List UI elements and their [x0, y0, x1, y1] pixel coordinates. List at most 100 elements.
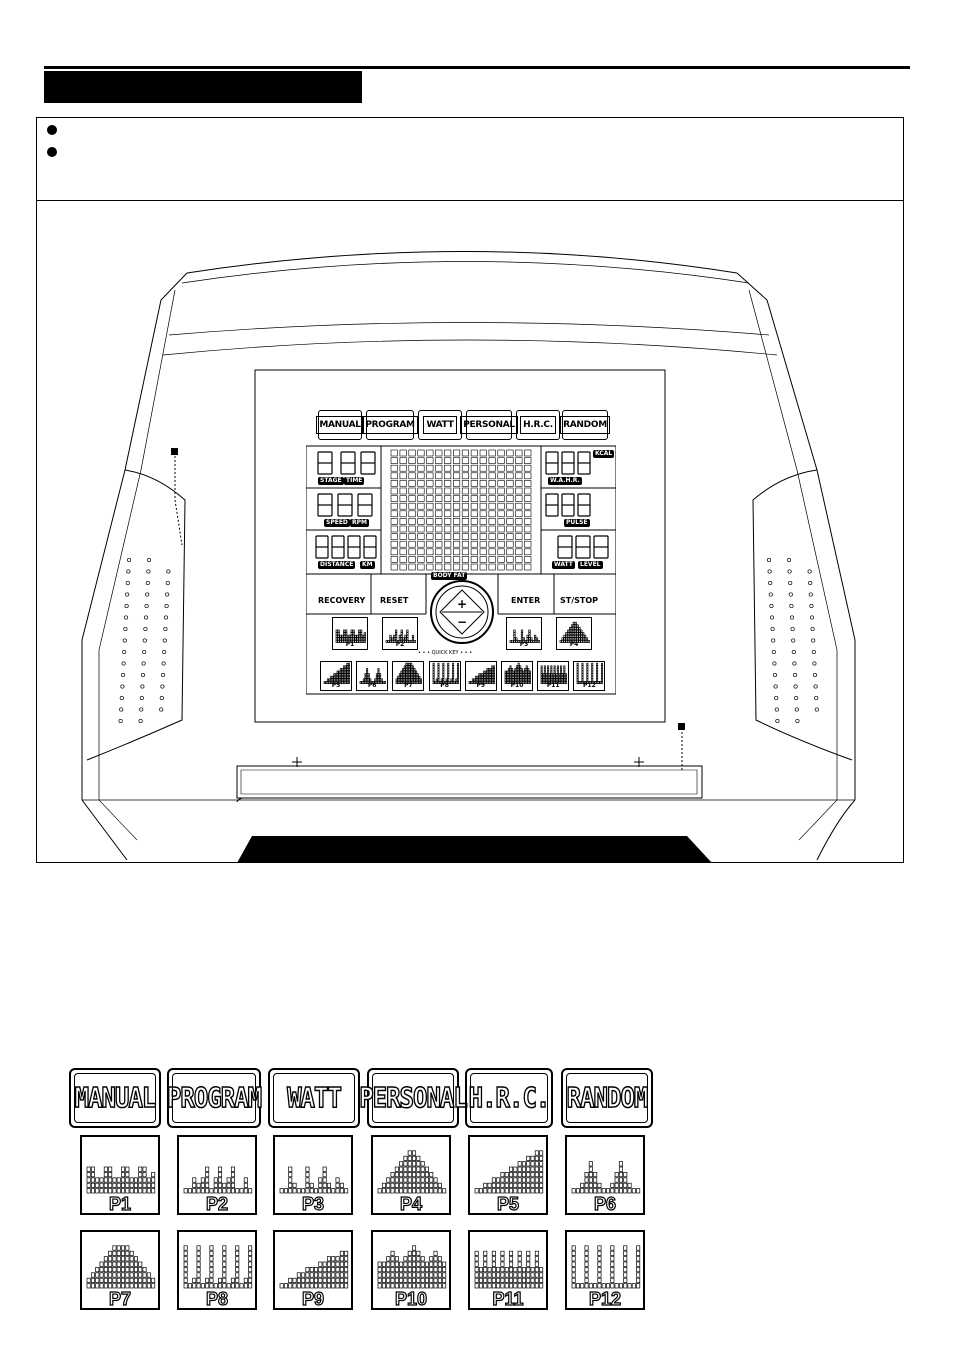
bullet-icon [47, 147, 57, 157]
program-key-label: P6 [367, 682, 377, 689]
program-tile-label: P7 [108, 1288, 132, 1309]
program-key-label: P11 [546, 682, 560, 689]
program-profile [335, 629, 366, 643]
program-tile-label: P8 [205, 1288, 229, 1309]
program-key-p3[interactable]: P3 [506, 617, 542, 650]
console-housing-drawing [81, 251, 856, 862]
section-title-bar [44, 71, 362, 103]
legend-personal: PERSONAL [359, 1068, 468, 1128]
rpm-label: RPM [350, 519, 369, 527]
program-profile-bars [86, 1245, 156, 1289]
program-tile-label: P10 [394, 1288, 428, 1309]
legend-random: RANDOM [561, 1068, 653, 1128]
program-key-p8[interactable]: P8 [428, 661, 461, 691]
program-key-p12[interactable]: P12 [573, 661, 606, 691]
program-tile-label: P12 [588, 1288, 622, 1309]
program-key-p6[interactable]: P6 [356, 661, 389, 691]
program-key-p5[interactable]: P5 [320, 661, 352, 691]
program-profile-bars [474, 1150, 544, 1194]
program-profile-bars [86, 1166, 156, 1194]
program-profile [323, 662, 350, 684]
program-tile-label: P4 [399, 1193, 423, 1214]
program-key-p11[interactable]: P11 [537, 661, 570, 691]
pulse-label: PULSE [564, 519, 590, 527]
program-profile-p4: P4 [371, 1135, 451, 1215]
program-profile [468, 665, 495, 684]
program-key-p2[interactable]: P2 [382, 617, 418, 650]
program-profile [396, 662, 423, 684]
program-profile [559, 621, 590, 643]
program-tile-label: P11 [492, 1288, 524, 1309]
kcal-label: KCAL [593, 450, 615, 458]
mode-key-hrc[interactable]: H.R.C. [516, 410, 560, 440]
recovery-key[interactable]: RECOVERY [318, 596, 366, 605]
program-key-label: P3 [519, 641, 529, 648]
legend-hrc: H.R.C. [465, 1068, 553, 1128]
program-profile-bars [377, 1150, 447, 1194]
header-rule [44, 66, 910, 69]
start-stop-key[interactable]: ST/STOP [560, 596, 599, 605]
wahr-label: W.A.H.R. [548, 477, 582, 485]
mode-key-manual[interactable]: MANUAL [316, 410, 364, 440]
program-tile-label: P2 [205, 1193, 229, 1214]
stage-label: STAGE [318, 477, 344, 485]
program-profile [504, 662, 531, 684]
program-profile-p8: P8 [177, 1230, 257, 1310]
program-key-label: P10 [510, 682, 524, 689]
program-profile-bars [571, 1161, 641, 1194]
program-profile-bars [183, 1166, 253, 1194]
lcd-panel: MANUAL PROGRAM WATT PERSONAL H.R.C. RAND… [306, 410, 616, 695]
level-label: LEVEL [578, 561, 603, 569]
program-profile [359, 668, 387, 684]
time-label: TIME [344, 477, 365, 485]
program-tile-label: P1 [108, 1193, 132, 1214]
program-profile-p9: P9 [273, 1230, 353, 1310]
reset-key[interactable]: RESET [380, 596, 409, 605]
quick-key-label: • • • QUICK KEY • • • [418, 650, 473, 656]
program-profile-p3: P3 [273, 1135, 353, 1215]
program-tile-label: P3 [301, 1193, 325, 1214]
program-profile-p2: P2 [177, 1135, 257, 1215]
program-profile-p7: P7 [80, 1230, 160, 1310]
program-tile-label: P9 [301, 1288, 325, 1309]
program-key-label: P1 [345, 641, 355, 648]
program-key-p7[interactable]: P7 [392, 661, 425, 691]
enter-key[interactable]: ENTER [511, 596, 541, 605]
lcd-frame-drawing [306, 445, 616, 695]
program-key-p10[interactable]: P10 [501, 661, 533, 691]
program-key-label: P5 [331, 682, 341, 689]
intro-box [36, 117, 904, 201]
body-fat-label: BODY FAT [431, 572, 468, 580]
program-profile [385, 629, 416, 643]
program-profile [509, 629, 540, 643]
program-profile-p12: P12 [565, 1230, 645, 1310]
program-profile-bars [279, 1250, 349, 1289]
program-profile-p5: P5 [468, 1135, 548, 1215]
console-illustration [36, 200, 904, 863]
program-key-p1[interactable]: P1 [332, 617, 368, 650]
program-tile-label: P6 [593, 1193, 617, 1214]
program-profile-p10: P10 [371, 1230, 451, 1310]
program-key-label: P12 [583, 682, 596, 689]
program-key-p4[interactable]: P4 [556, 617, 592, 650]
minus-key[interactable]: − [457, 615, 468, 629]
program-profile [432, 662, 459, 684]
mode-key-personal[interactable]: PERSONAL [460, 410, 518, 440]
legend-watt: WATT [268, 1068, 360, 1128]
program-profile-bars [377, 1245, 447, 1289]
program-key-label: P2 [395, 641, 405, 648]
program-profile-p11: P11 [468, 1230, 548, 1310]
mode-key-watt[interactable]: WATT [418, 410, 462, 440]
program-profile-p6: P6 [565, 1135, 645, 1215]
legend-program: PROGRAM [166, 1068, 263, 1128]
bullet-icon [47, 125, 57, 135]
legend-manual: MANUAL [69, 1068, 161, 1128]
program-key-label: P7 [404, 682, 413, 689]
program-tile-label: P5 [496, 1193, 520, 1214]
program-key-label: P4 [569, 641, 579, 648]
mode-key-program[interactable]: PROGRAM [362, 410, 418, 440]
program-profile-bars [474, 1250, 544, 1289]
plus-key[interactable]: + [457, 597, 468, 611]
program-key-p9[interactable]: P9 [464, 661, 497, 691]
mode-key-random[interactable]: RANDOM [560, 410, 610, 440]
